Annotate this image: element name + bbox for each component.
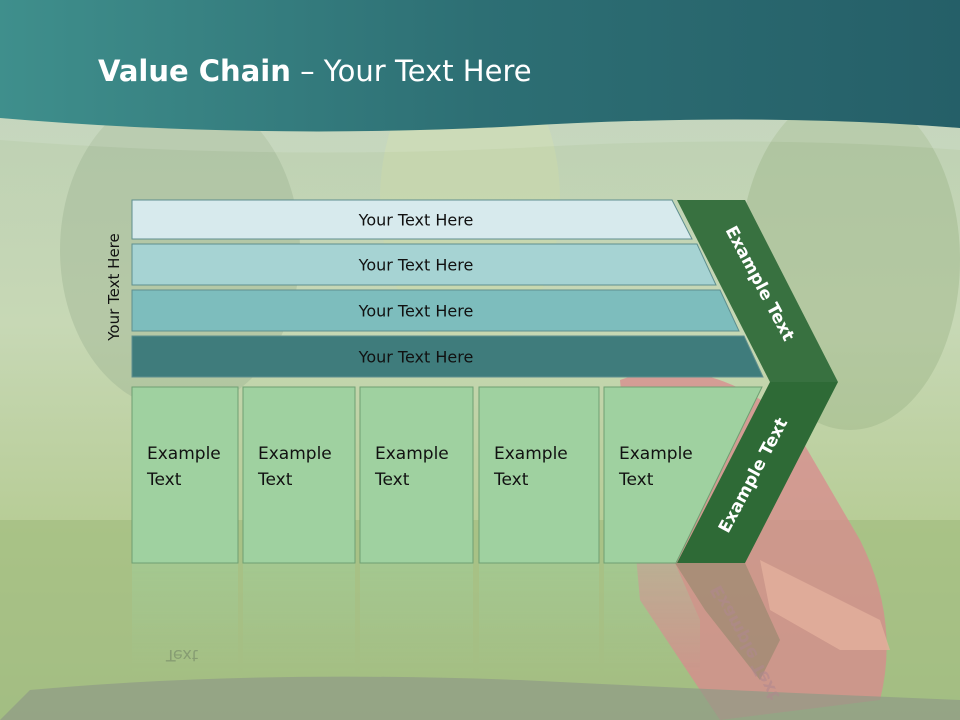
- chevron-highlight: [677, 200, 838, 382]
- chain-column: [242, 386, 356, 564]
- chain-column-label: Text: [257, 470, 293, 490]
- chain-column-label: Example: [375, 444, 449, 464]
- slide-title: Value Chain – Your Text Here: [98, 54, 532, 88]
- chain-column-label: Example: [258, 444, 332, 464]
- chain-row-label: Your Text Here: [358, 256, 474, 275]
- chain-column: [603, 386, 763, 564]
- svg-text:Text: Text: [165, 646, 198, 665]
- chain-column: [359, 386, 474, 564]
- chain-row: [131, 289, 740, 332]
- chain-column-label: Example: [147, 444, 221, 464]
- chain-row-label: Your Text Here: [358, 348, 474, 367]
- chain-column-label: Text: [493, 470, 529, 490]
- chain-column-label: Text: [146, 470, 182, 490]
- chain-row-label: Your Text Here: [358, 302, 474, 321]
- chevron-arrow: [677, 200, 838, 563]
- chain-column: [478, 386, 600, 564]
- chain-column: [131, 386, 239, 564]
- chain-row: [131, 243, 717, 286]
- chain-row: [131, 335, 764, 378]
- chain-row-label: Your Text Here: [358, 211, 474, 230]
- chain-column-label: Example: [494, 444, 568, 464]
- chain-column-label: Text: [618, 470, 654, 490]
- columns-reflection: Text: [132, 563, 780, 680]
- chain-column-label: Example: [619, 444, 693, 464]
- chain-row: [131, 199, 693, 240]
- chain-column-label: Text: [374, 470, 410, 490]
